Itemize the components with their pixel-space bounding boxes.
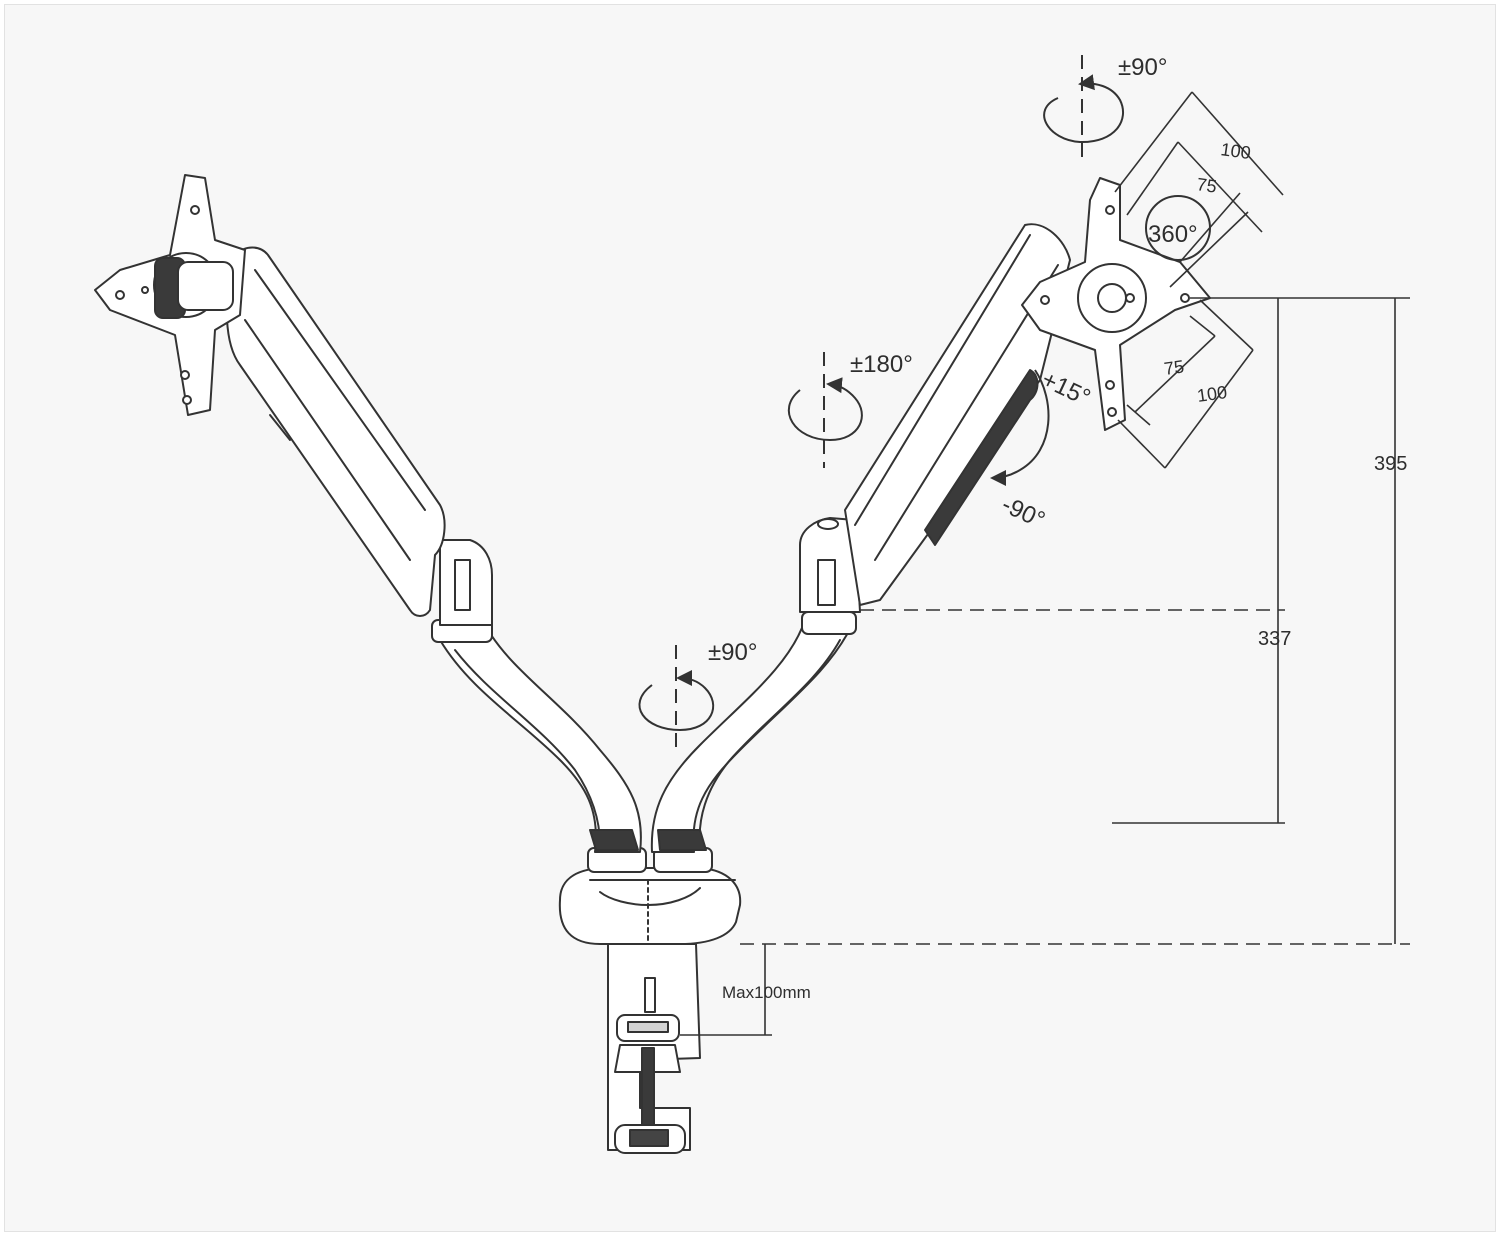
rotate-360-label: 360°	[1148, 221, 1198, 248]
vesa-inner-bottom-label: 75	[1163, 356, 1186, 379]
left-elbow-joint	[439, 539, 493, 626]
tilt-up-label: +15°	[1037, 366, 1094, 412]
arm-swivel-label: ±180°	[850, 351, 913, 378]
desk-clamp	[607, 943, 701, 1154]
vesa-dimension-lines	[1114, 91, 1284, 469]
vesa-inner-top-label: 75	[1195, 174, 1218, 197]
arm-base	[558, 847, 742, 945]
right-upper-arm	[844, 223, 1071, 606]
drawing-frame	[4, 4, 1496, 1232]
rotation-symbols	[638, 55, 1211, 755]
left-lower-arm	[431, 619, 642, 853]
left-upper-arm	[225, 246, 446, 617]
max-height-label: 395	[1374, 453, 1407, 475]
vesa-outer-bottom-label: 100	[1196, 382, 1229, 406]
right-vesa-plate	[1021, 177, 1211, 431]
right-lower-arm	[650, 611, 857, 853]
height-dimension-lines	[680, 297, 1410, 1036]
desk-thickness-label: Max100mm	[722, 983, 811, 1002]
base-swivel-label: ±90°	[708, 639, 757, 666]
left-vesa-plate	[94, 174, 246, 416]
tilt-down-label: -90°	[997, 491, 1049, 534]
vesa-outer-top-label: 100	[1219, 139, 1252, 163]
tilt-angle-label: ±90°	[1118, 54, 1167, 81]
arm-height-label: 337	[1258, 628, 1291, 650]
